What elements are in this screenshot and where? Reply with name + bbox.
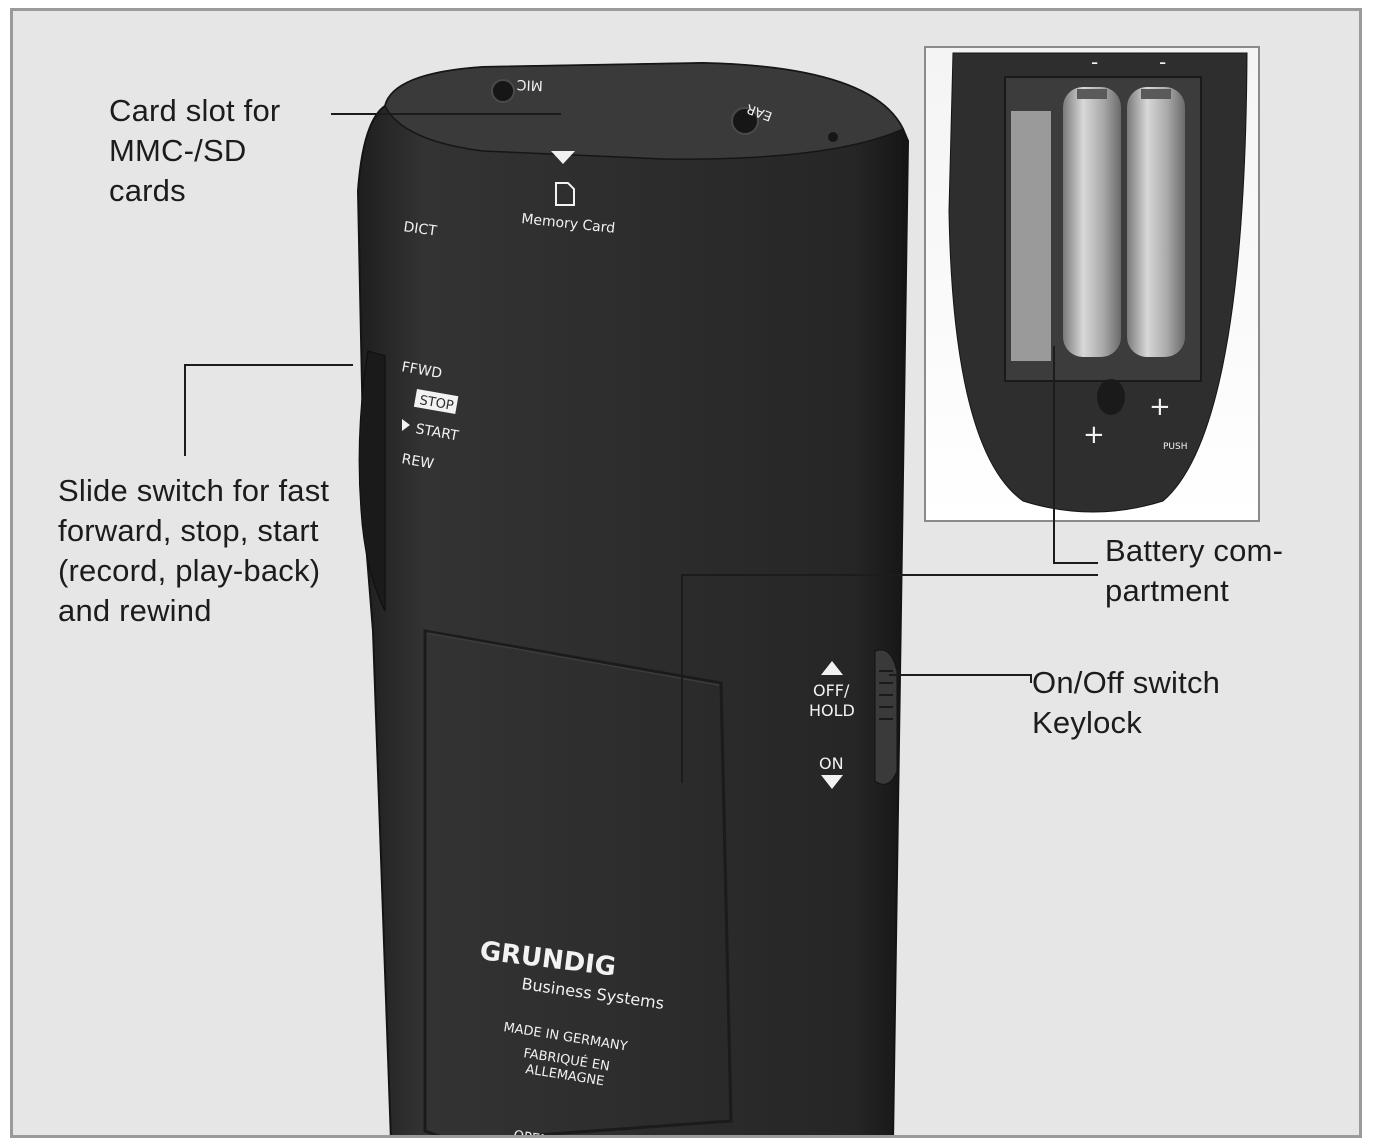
mic-socket-label: MIC bbox=[516, 76, 543, 93]
minus-sign-2: - bbox=[1159, 50, 1166, 74]
minus-sign-1: - bbox=[1091, 50, 1098, 74]
plus-sign-2: + bbox=[1083, 420, 1105, 450]
on-label: ON bbox=[819, 754, 844, 773]
plus-sign-1: + bbox=[1149, 392, 1171, 422]
card-slot-callout: Card slot for MMC-/SD cards bbox=[109, 93, 281, 208]
off-arrow-icon bbox=[821, 661, 843, 675]
ffwd-label: FFWD bbox=[400, 359, 443, 382]
open-label: OPEN bbox=[512, 1128, 550, 1138]
battery-cell-1 bbox=[1063, 87, 1121, 357]
battery-flap bbox=[1011, 111, 1051, 361]
slide-switch-leader bbox=[184, 364, 353, 456]
on-arrow-icon bbox=[821, 775, 843, 789]
leader-lines bbox=[184, 113, 1098, 783]
start-label: START bbox=[414, 421, 460, 444]
figure-frame: MIC EAR Memory Card DICT FFWD STOP START… bbox=[10, 8, 1362, 1138]
slide-switch-callout: Slide switch for fast forward, stop, sta… bbox=[58, 473, 330, 628]
battery-callout: Battery com- partment bbox=[1105, 533, 1284, 608]
dict-label: DICT bbox=[402, 219, 438, 240]
card-arrow-icon bbox=[551, 151, 575, 164]
rew-label: REW bbox=[400, 451, 435, 472]
start-arrow-icon bbox=[402, 419, 410, 431]
battery-leader-device bbox=[681, 574, 1098, 783]
off-hold-label-1: OFF/ bbox=[813, 681, 850, 700]
off-hold-label-2: HOLD bbox=[809, 701, 855, 720]
memory-card-icon bbox=[555, 182, 575, 206]
battery-inset: - - + + PUSH bbox=[924, 46, 1260, 522]
device-body bbox=[356, 61, 910, 1135]
onoff-callout: On/Off switch Keylock bbox=[1032, 665, 1221, 740]
battery-leader bbox=[1053, 346, 1098, 564]
stop-label-box bbox=[413, 388, 459, 415]
dictaphone-illustration: MIC EAR Memory Card DICT FFWD STOP START… bbox=[184, 46, 1260, 1138]
push-label: PUSH bbox=[1163, 442, 1188, 452]
onoff-leader bbox=[889, 674, 1032, 683]
battery-cell-2 bbox=[1127, 87, 1185, 357]
stop-label: STOP bbox=[418, 393, 455, 414]
